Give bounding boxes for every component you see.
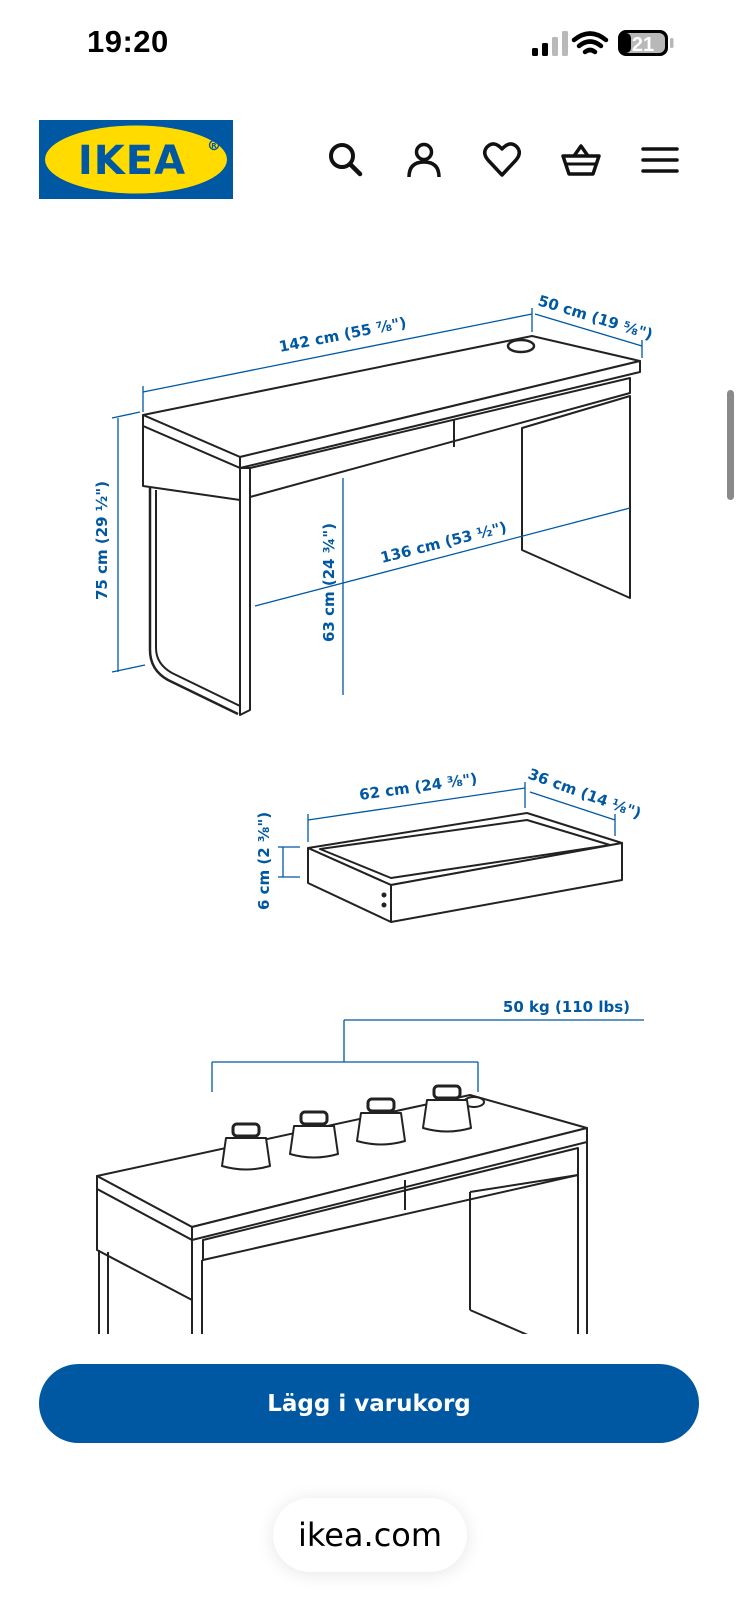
desk-drawing bbox=[142, 335, 641, 716]
battery-icon: 21 bbox=[618, 30, 674, 56]
menu-icon[interactable] bbox=[640, 140, 680, 180]
desk-inner-height-label: 63 cm (24 ¾") bbox=[320, 523, 338, 642]
logo-text: IKEA bbox=[78, 138, 186, 184]
ikea-logo[interactable]: IKEA R bbox=[39, 120, 233, 199]
desk-dimension-lines bbox=[111, 308, 643, 695]
status-bar: 19:20 21 bbox=[0, 0, 739, 90]
drawer-dimension-lines bbox=[278, 782, 616, 878]
drawer-height-label: 6 cm (2 ⅜") bbox=[255, 812, 273, 910]
site-header: IKEA R bbox=[0, 110, 739, 210]
loaded-desk-drawing bbox=[96, 1094, 588, 1334]
heart-icon[interactable] bbox=[482, 140, 522, 180]
browser-url-bar[interactable]: ikea.com bbox=[273, 1498, 467, 1572]
account-icon[interactable] bbox=[404, 140, 444, 180]
drawer-drawing bbox=[307, 812, 623, 923]
product-dimension-illustration: 142 cm (55 ⅞") 50 cm (19 ⅝") 75 cm (29 ½… bbox=[0, 270, 739, 1334]
load-dimension-lines bbox=[211, 1019, 644, 1092]
desk-height-label: 75 cm (29 ½") bbox=[93, 481, 111, 600]
desk-inner-width-label: 136 cm (53 ½") bbox=[379, 518, 509, 567]
drawer-depth-label: 36 cm (14 ⅛") bbox=[526, 765, 644, 823]
svg-text:R: R bbox=[211, 142, 217, 150]
desk-depth-label: 50 cm (19 ⅝") bbox=[536, 292, 655, 344]
search-icon[interactable] bbox=[326, 140, 366, 180]
status-icons: 21 bbox=[530, 28, 690, 62]
weights-drawing bbox=[221, 1084, 472, 1171]
battery-level: 21 bbox=[632, 34, 654, 56]
max-load-label: 50 kg (110 lbs) bbox=[503, 998, 630, 1016]
cellular-signal-icon bbox=[532, 31, 568, 56]
add-to-cart-button[interactable]: Lägg i varukorg bbox=[39, 1364, 699, 1443]
drawer-width-label: 62 cm (24 ⅜") bbox=[358, 770, 478, 804]
scrollbar[interactable] bbox=[727, 390, 734, 500]
wifi-icon bbox=[571, 31, 609, 55]
desk-width-label: 142 cm (55 ⅞") bbox=[277, 314, 407, 356]
basket-icon[interactable] bbox=[561, 140, 601, 180]
status-time: 19:20 bbox=[87, 24, 169, 59]
